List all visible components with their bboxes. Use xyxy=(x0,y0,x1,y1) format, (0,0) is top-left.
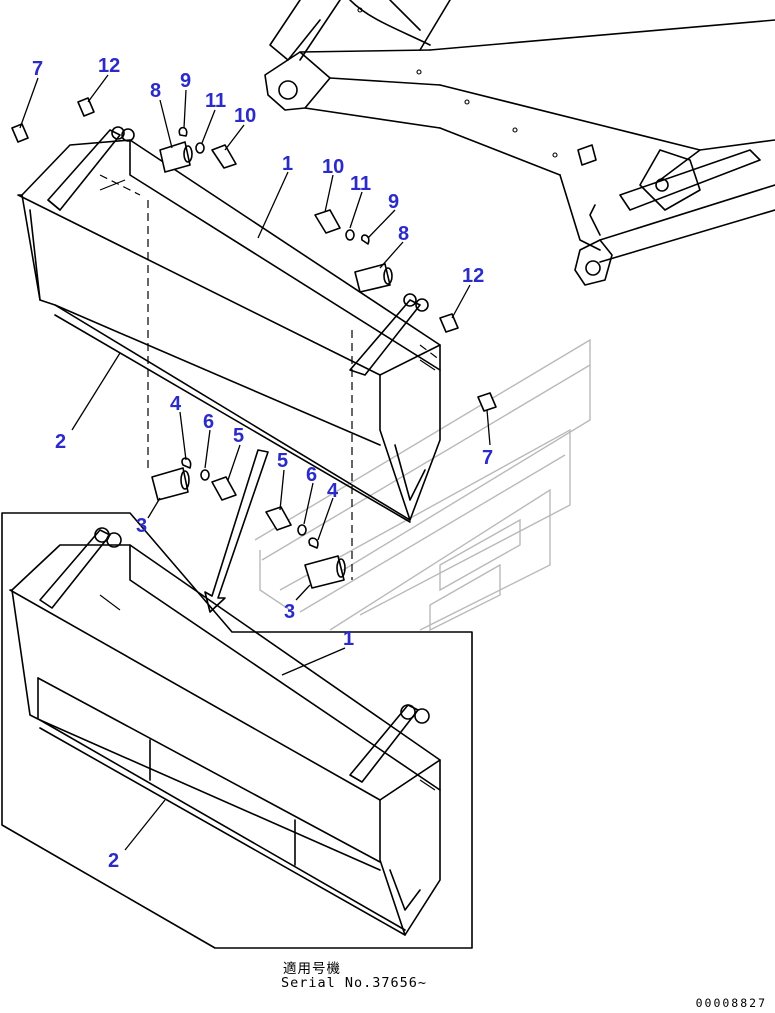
callout-8: 8 xyxy=(398,223,409,245)
leader-lines xyxy=(19,74,491,851)
callout-3: 3 xyxy=(136,515,147,537)
callout-3: 3 xyxy=(284,601,295,623)
caption-applicable-machine: 適用号機 xyxy=(283,961,341,977)
callout-11: 11 xyxy=(350,173,371,195)
callout-5: 5 xyxy=(277,450,288,472)
callout-4: 4 xyxy=(327,480,339,502)
callout-12: 12 xyxy=(462,265,484,287)
callout-12: 12 xyxy=(98,55,120,77)
inset-frame xyxy=(1,512,473,949)
watermark-logo xyxy=(254,338,591,632)
callout-9: 9 xyxy=(388,191,399,213)
loader-frame xyxy=(264,0,775,286)
callout-7: 7 xyxy=(32,58,43,80)
callout-7: 7 xyxy=(482,447,493,469)
callout-11: 11 xyxy=(205,90,226,112)
phantom-lines-upper xyxy=(99,174,441,580)
callout-9: 9 xyxy=(180,70,191,92)
callout-6: 6 xyxy=(306,464,317,486)
bucket-upper xyxy=(17,126,441,523)
callout-10: 10 xyxy=(234,105,256,127)
hardware-parts xyxy=(11,97,497,589)
bucket-lower xyxy=(9,527,441,936)
callout-2: 2 xyxy=(55,431,66,453)
drawing-number: 00008827 xyxy=(695,996,767,1010)
callout-4: 4 xyxy=(170,393,182,415)
callout-8: 8 xyxy=(150,80,161,102)
callout-5: 5 xyxy=(233,425,244,447)
callout-1: 1 xyxy=(343,628,354,650)
callout-10: 10 xyxy=(322,156,344,178)
callouts: 7 12 8 9 11 10 1 10 11 9 8 12 7 2 4 6 5 … xyxy=(32,55,493,872)
callout-1: 1 xyxy=(282,153,293,175)
caption-serial-number: Serial No.37656~ xyxy=(281,975,428,991)
install-arrow xyxy=(204,449,269,613)
callout-6: 6 xyxy=(203,411,214,433)
callout-2: 2 xyxy=(108,850,119,872)
